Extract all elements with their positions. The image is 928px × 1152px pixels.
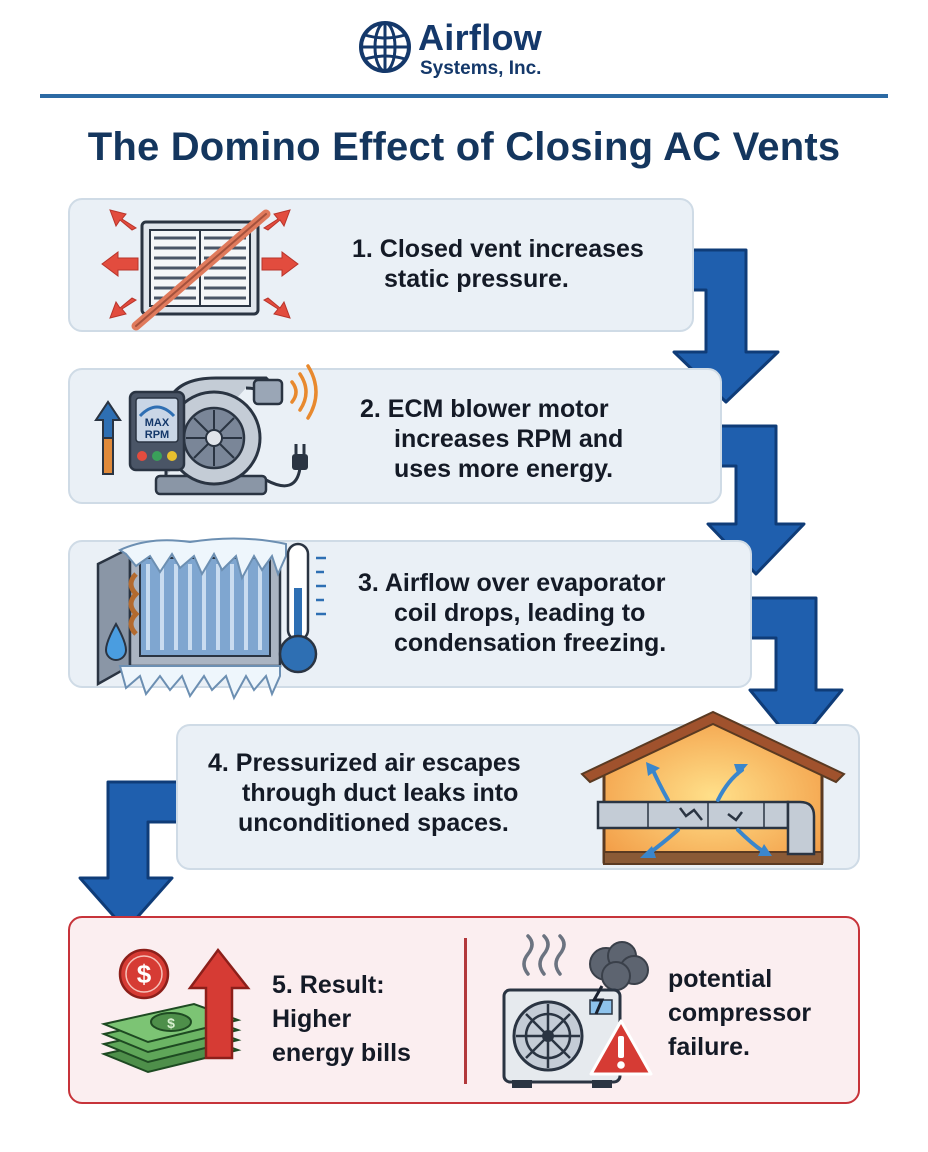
page-title: The Domino Effect of Closing AC Vents <box>87 125 841 169</box>
frozen-coil-icon <box>96 537 326 701</box>
step-2-line-1: 2. ECM blower motor <box>360 395 609 423</box>
result-left-text: 5. Result: Higher energy bills <box>272 968 411 1070</box>
blower-motor-icon: MAX RPM <box>94 364 318 496</box>
step-2-line-2: increases RPM and <box>394 425 624 453</box>
step-4-text: 4. Pressurized air escapes through duct … <box>208 748 521 838</box>
dollar-coin-icon: $ $ <box>100 947 251 1074</box>
logo-subtitle: Systems, Inc. <box>420 58 542 79</box>
result-left-line-2: Higher <box>272 1005 352 1033</box>
result-divider <box>464 938 467 1084</box>
blocked-vent-icon <box>101 209 299 331</box>
step-1-line-1: 1. Closed vent increases <box>352 235 644 263</box>
gauge-label-rpm: RPM <box>145 429 169 441</box>
step-4-line-2: through duct leaks into <box>242 779 519 807</box>
logo-brand: Airflow <box>418 17 543 58</box>
result-box: $ $ 5. Result: Higher energy bills <box>68 916 860 1104</box>
step-3-text: 3. Airflow over evaporator coil drops, l… <box>358 568 666 658</box>
gauge-label-max: MAX <box>145 417 170 429</box>
warning-icon <box>589 1019 653 1076</box>
step-card-3: 3. Airflow over evaporator coil drops, l… <box>68 537 752 701</box>
step-4-line-3: unconditioned spaces. <box>238 809 509 837</box>
result-right-line-1: potential <box>668 965 773 993</box>
result-left-line-3: energy bills <box>272 1039 411 1067</box>
result-left-line-1: 5. Result: <box>272 971 385 999</box>
step-card-4: 4. Pressurized air escapes through duct … <box>176 710 860 870</box>
header-divider <box>40 94 888 98</box>
step-3-line-1: 3. Airflow over evaporator <box>358 569 666 597</box>
step-4-line-1: 4. Pressurized air escapes <box>208 749 521 777</box>
step-card-2: MAX RPM 2. ECM blower motor increases RP… <box>68 364 722 504</box>
globe-icon <box>359 21 411 73</box>
svg-text:$: $ <box>167 1015 175 1031</box>
step-3-line-2: coil drops, leading to <box>394 599 646 627</box>
step-3-line-3: condensation freezing. <box>394 629 667 657</box>
attic-duct-leak-icon <box>580 710 846 865</box>
step-1-line-2: static pressure. <box>384 265 569 293</box>
result-right-line-3: failure. <box>668 1033 750 1061</box>
result-right-line-2: compressor <box>668 999 812 1027</box>
company-logo: Airflow Systems, Inc. <box>358 16 588 80</box>
step-card-1: 1. Closed vent increases static pressure… <box>68 198 694 332</box>
ac-unit-icon <box>502 934 649 1088</box>
step-2-text: 2. ECM blower motor increases RPM and us… <box>360 394 623 484</box>
svg-text:$: $ <box>137 959 152 989</box>
step-2-line-3: uses more energy. <box>394 455 614 483</box>
result-right-text: potential compressor failure. <box>668 962 811 1064</box>
step-1-text: 1. Closed vent increases static pressure… <box>352 234 644 294</box>
